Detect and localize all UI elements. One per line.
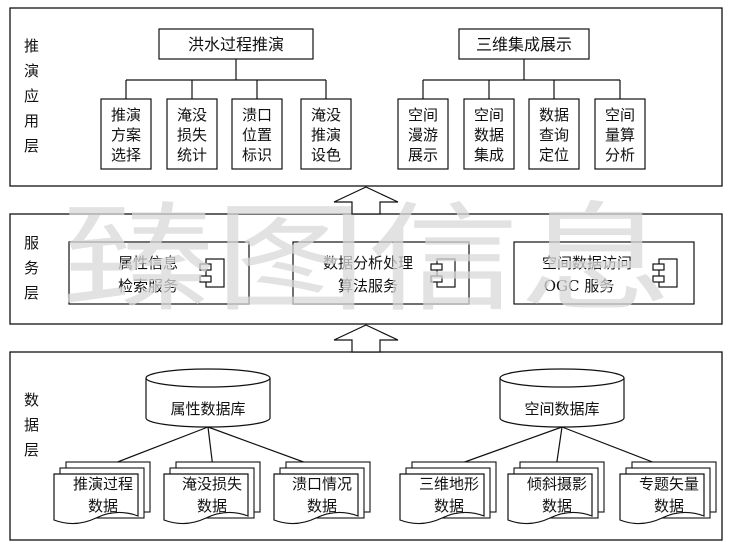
svg-text:溃口情况: 溃口情况 xyxy=(292,475,352,493)
svg-text:标识: 标识 xyxy=(242,146,272,164)
svg-text:方案: 方案 xyxy=(111,126,141,144)
app-item-box: 淹没 推演 设色 xyxy=(300,98,352,170)
svg-text:推演: 推演 xyxy=(111,106,141,124)
layer-label-char: 数 xyxy=(24,391,39,409)
layer-label-char: 演 xyxy=(24,62,39,80)
layer-label-char: 层 xyxy=(24,284,39,302)
service-box: 数据分析处理 算法服务 xyxy=(292,241,470,305)
flood-simulation-connector xyxy=(125,59,327,99)
up-arrow-icon xyxy=(333,186,399,215)
database-cylinder: 空间数据库 xyxy=(499,368,625,428)
3d-display-connector xyxy=(422,59,621,99)
svg-text:空间数据访问: 空间数据访问 xyxy=(542,254,632,272)
flood-simulation-title: 洪水过程推演 xyxy=(188,35,284,54)
data-document-stack: 淹没损失 数据 xyxy=(163,461,261,525)
layer-label-char: 务 xyxy=(24,259,39,277)
component-icon xyxy=(652,258,678,288)
svg-text:推演过程: 推演过程 xyxy=(73,475,133,493)
data-document-stack: 溃口情况 数据 xyxy=(273,461,371,525)
svg-text:定位: 定位 xyxy=(539,146,569,164)
svg-text:数据分析处理: 数据分析处理 xyxy=(323,254,413,272)
svg-text:淹没: 淹没 xyxy=(177,106,207,124)
up-arrow-icon xyxy=(333,324,399,353)
svg-text:空间: 空间 xyxy=(605,106,635,124)
svg-text:漫游: 漫游 xyxy=(408,126,438,144)
service-box: 空间数据访问 OGC 服务 xyxy=(513,241,695,305)
svg-text:集成: 集成 xyxy=(474,146,504,164)
svg-text:设色: 设色 xyxy=(311,146,341,164)
layer-label-char: 层 xyxy=(24,441,39,459)
data-layer-label: 数 据 层 xyxy=(24,391,39,459)
svg-text:数据: 数据 xyxy=(654,497,684,515)
layer-label-char: 层 xyxy=(24,137,39,155)
svg-text:数据: 数据 xyxy=(307,497,337,515)
3d-display-title: 三维集成展示 xyxy=(476,35,572,54)
data-document-stack: 专题矢量 数据 xyxy=(619,461,717,525)
svg-text:查询: 查询 xyxy=(539,126,569,144)
svg-text:统计: 统计 xyxy=(177,146,207,164)
layer-label-char: 用 xyxy=(24,112,39,130)
svg-text:数据: 数据 xyxy=(539,106,569,124)
app-item-box: 数据 查询 定位 xyxy=(528,98,580,170)
app-item-box: 淹没 损失 统计 xyxy=(166,98,218,170)
svg-text:算法服务: 算法服务 xyxy=(338,277,398,295)
svg-text:三维地形: 三维地形 xyxy=(419,475,479,493)
3d-display-title-box xyxy=(458,28,590,60)
application-layer-label: 推 演 应 用 层 xyxy=(24,37,39,155)
svg-text:空间: 空间 xyxy=(474,106,504,124)
svg-text:位置: 位置 xyxy=(242,126,272,144)
flood-simulation-group: 洪水过程推演 推演 方案 选择 淹没 损失 统计 溃口 位置 标识 淹没 推演 … xyxy=(100,28,352,170)
svg-text:OGC 服务: OGC 服务 xyxy=(544,277,615,295)
app-item-box: 推演 方案 选择 xyxy=(100,98,152,170)
svg-text:检索服务: 检索服务 xyxy=(118,277,178,295)
app-item-box: 空间 漫游 展示 xyxy=(397,98,449,170)
svg-text:数据: 数据 xyxy=(474,126,504,144)
service-layer-label: 服 务 层 xyxy=(24,234,39,302)
svg-text:淹没损失: 淹没损失 xyxy=(182,475,242,493)
svg-text:量算: 量算 xyxy=(605,126,635,144)
svg-text:选择: 选择 xyxy=(111,146,141,164)
service-box: 属性信息 检索服务 xyxy=(68,241,250,305)
layer-label-char: 据 xyxy=(24,416,39,434)
database-cylinder: 属性数据库 xyxy=(145,368,271,428)
database-connector xyxy=(447,426,669,469)
3d-display-group: 三维集成展示 空间 漫游 展示 空间 数据 集成 数据 查询 定位 空间 量算 … xyxy=(397,28,646,170)
layer-label-char: 推 xyxy=(24,37,39,55)
svg-text:倾斜摄影: 倾斜摄影 xyxy=(527,475,587,493)
data-document-stack: 三维地形 数据 xyxy=(399,461,497,525)
svg-text:空间: 空间 xyxy=(408,106,438,124)
data-document-stack: 推演过程 数据 xyxy=(53,461,151,525)
svg-text:专题矢量: 专题矢量 xyxy=(639,475,699,493)
component-icon xyxy=(430,258,456,288)
database-name: 属性数据库 xyxy=(170,400,245,418)
svg-text:展示: 展示 xyxy=(408,146,438,164)
svg-text:数据: 数据 xyxy=(197,497,227,515)
app-item-box: 溃口 位置 标识 xyxy=(231,98,283,170)
layer-label-char: 服 xyxy=(24,234,39,252)
svg-text:分析: 分析 xyxy=(605,146,635,164)
svg-text:数据: 数据 xyxy=(88,497,118,515)
app-item-box: 空间 数据 集成 xyxy=(463,98,515,170)
data-document-stack: 倾斜摄影 数据 xyxy=(507,461,605,525)
svg-text:数据: 数据 xyxy=(434,497,464,515)
layer-label-char: 应 xyxy=(24,87,39,105)
component-icon xyxy=(199,258,225,288)
svg-text:推演: 推演 xyxy=(311,126,341,144)
svg-text:数据: 数据 xyxy=(542,497,572,515)
database-name: 空间数据库 xyxy=(524,400,599,418)
svg-text:溃口: 溃口 xyxy=(242,106,272,124)
app-item-box: 空间 量算 分析 xyxy=(594,98,646,170)
svg-text:淹没: 淹没 xyxy=(311,106,341,124)
database-connector xyxy=(101,426,321,469)
flood-simulation-title-box xyxy=(158,28,314,60)
svg-text:属性信息: 属性信息 xyxy=(118,254,178,272)
svg-text:损失: 损失 xyxy=(177,126,207,144)
